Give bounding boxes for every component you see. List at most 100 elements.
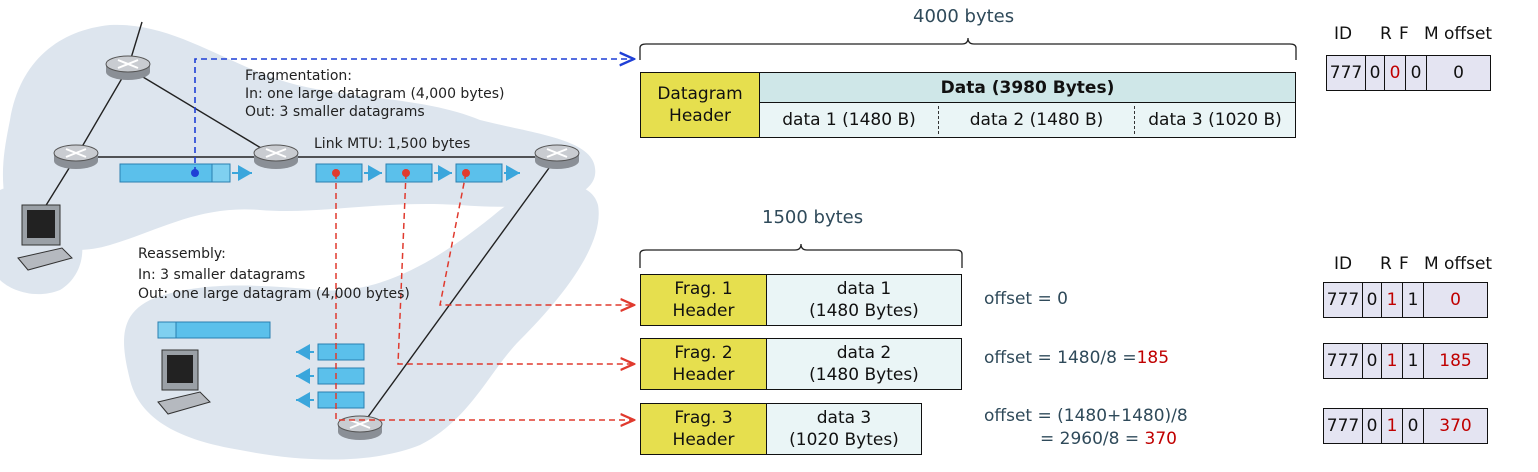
field-f: 0: [1385, 55, 1406, 91]
frag1-data-line2: (1480 Bytes): [809, 301, 919, 321]
field-offset: 0: [1424, 282, 1488, 318]
arriving-fragment-2: [317, 367, 365, 385]
field-header-m: M: [1424, 24, 1439, 44]
link-top-right: [127, 67, 277, 158]
field-header-f: F: [1399, 24, 1409, 44]
field-r: 0: [1363, 408, 1382, 444]
field-r: 0: [1363, 343, 1382, 379]
red-dashed-arrow-frag2: [397, 172, 634, 364]
fragmentation-in: In: one large datagram (4,000 bytes): [245, 86, 505, 102]
frag2-data-line2: (1480 Bytes): [809, 365, 919, 385]
field-id: 777: [1326, 55, 1366, 91]
frag3-header-line1: Frag. 3: [674, 408, 733, 428]
field-header-offset: offset: [1444, 24, 1493, 44]
field-header-row-bottom: ID R F M offset: [1326, 254, 1526, 276]
network-diagram: [0, 21, 640, 460]
frag3-header-line2: Header: [672, 430, 735, 450]
field-table-frag2: 777 0 1 1 185: [1323, 343, 1488, 379]
field-offset: 370: [1424, 408, 1488, 444]
brace-1500-bytes: [639, 243, 963, 268]
link-diagonal: [359, 156, 558, 429]
field-header-offset-2: offset: [1444, 254, 1493, 274]
field-id: 777: [1323, 408, 1363, 444]
frag3-data-line2: (1020 Bytes): [789, 430, 899, 450]
router-top: [105, 55, 151, 80]
host-computer-top: [17, 204, 73, 271]
datagram-header-line2: Header: [669, 106, 731, 126]
offset-frag2-value: 185: [1136, 348, 1170, 368]
frag2-header-line1: Frag. 2: [674, 343, 733, 363]
frag1-data-line1: data 1: [836, 279, 892, 299]
data-part-2: data 2 (1480 B): [938, 106, 1134, 134]
host-computer-bottom: [157, 349, 211, 415]
frag1-header: Frag. 1 Header: [640, 274, 767, 326]
field-r: 0: [1363, 282, 1382, 318]
router-left: [53, 144, 99, 169]
datagram-header: Datagram Header: [640, 72, 760, 138]
blue-dashed-arrow: [194, 59, 634, 173]
red-dashed-arrow-frag1: [439, 172, 634, 305]
offset-frag3-line1: offset = (1480+1480)/8: [984, 406, 1188, 426]
router-middle: [253, 144, 299, 169]
data-title: Data (3980 Bytes): [759, 72, 1296, 103]
offset-frag3-value: 370: [1144, 429, 1177, 449]
field-m: 1: [1403, 282, 1424, 318]
field-header-id: ID: [1334, 24, 1353, 44]
frag1-data: data 1 (1480 Bytes): [766, 274, 962, 326]
frag2-data-line1: data 2: [836, 343, 892, 363]
link-top-left: [75, 67, 129, 158]
link-mtu-label: Link MTU: 1,500 bytes: [314, 136, 471, 152]
reassembly-out: Out: one large datagram (4,000 bytes): [138, 286, 410, 302]
field-m: 0: [1406, 55, 1427, 91]
frag2-data: data 2 (1480 Bytes): [766, 338, 962, 390]
field-header-id-2: ID: [1334, 254, 1353, 274]
field-table-frag3: 777 0 1 0 370: [1323, 408, 1488, 444]
field-header-r: R: [1380, 24, 1392, 44]
field-offset: 0: [1427, 55, 1491, 91]
field-table-frag1: 777 0 1 1 0: [1323, 282, 1488, 318]
frag1-header-line2: Header: [672, 301, 735, 321]
data-part-3: data 3 (1020 B): [1134, 106, 1295, 134]
field-offset: 185: [1424, 343, 1488, 379]
red-dashed-arrow-frag3: [335, 173, 634, 420]
reassembly-title: Reassembly:: [138, 246, 226, 262]
fragmentation-title: Fragmentation:: [245, 68, 352, 84]
field-header-m-2: M: [1424, 254, 1439, 274]
offset-frag1: offset = 0: [984, 289, 1068, 309]
data-part-1: data 1 (1480 B): [782, 110, 916, 130]
arriving-fragment-1: [317, 343, 365, 361]
field-id: 777: [1323, 343, 1363, 379]
field-table-original: 777 0 0 0 0: [1326, 55, 1491, 91]
offset-frag3-line2: = 2960/8 = 370: [1040, 428, 1177, 450]
field-f: 1: [1382, 282, 1403, 318]
offset-frag2: offset = 1480/8 =185: [984, 347, 1169, 369]
brace-4000-bytes: [639, 37, 1297, 60]
frag3-header: Frag. 3 Header: [640, 403, 767, 455]
field-r: 0: [1366, 55, 1385, 91]
fragmentation-out: Out: 3 smaller datagrams: [245, 104, 425, 120]
frag3-data-line1: data 3: [816, 408, 872, 428]
offset-frag3-prefix: = 2960/8 =: [1040, 429, 1145, 449]
frag2-header-line2: Header: [672, 365, 735, 385]
router-right: [534, 144, 580, 169]
data-parts-row: data 1 (1480 B) data 2 (1480 B) data 3 (…: [759, 102, 1296, 138]
network-cloud-bottom: [124, 184, 599, 460]
original-size-label: 4000 bytes: [913, 6, 1015, 27]
arriving-fragment-3: [317, 391, 365, 409]
frag2-header: Frag. 2 Header: [640, 338, 767, 390]
offset-frag2-prefix: offset = 1480/8 =: [984, 348, 1137, 368]
frag3-data: data 3 (1020 Bytes): [766, 403, 922, 455]
datagram-header-line1: Datagram: [657, 84, 743, 104]
field-m: 1: [1403, 343, 1424, 379]
reassembly-in: In: 3 smaller datagrams: [138, 267, 306, 283]
frag1-header-line1: Frag. 1: [674, 279, 733, 299]
field-f: 1: [1382, 408, 1403, 444]
field-m: 0: [1403, 408, 1424, 444]
field-id: 777: [1323, 282, 1363, 318]
fragment-packet-3: [455, 163, 503, 183]
field-header-r-2: R: [1380, 254, 1392, 274]
field-header-f-2: F: [1399, 254, 1409, 274]
field-header-row-top: ID R F M offset: [1326, 24, 1526, 46]
fragment-size-label: 1500 bytes: [762, 207, 864, 228]
field-f: 1: [1382, 343, 1403, 379]
